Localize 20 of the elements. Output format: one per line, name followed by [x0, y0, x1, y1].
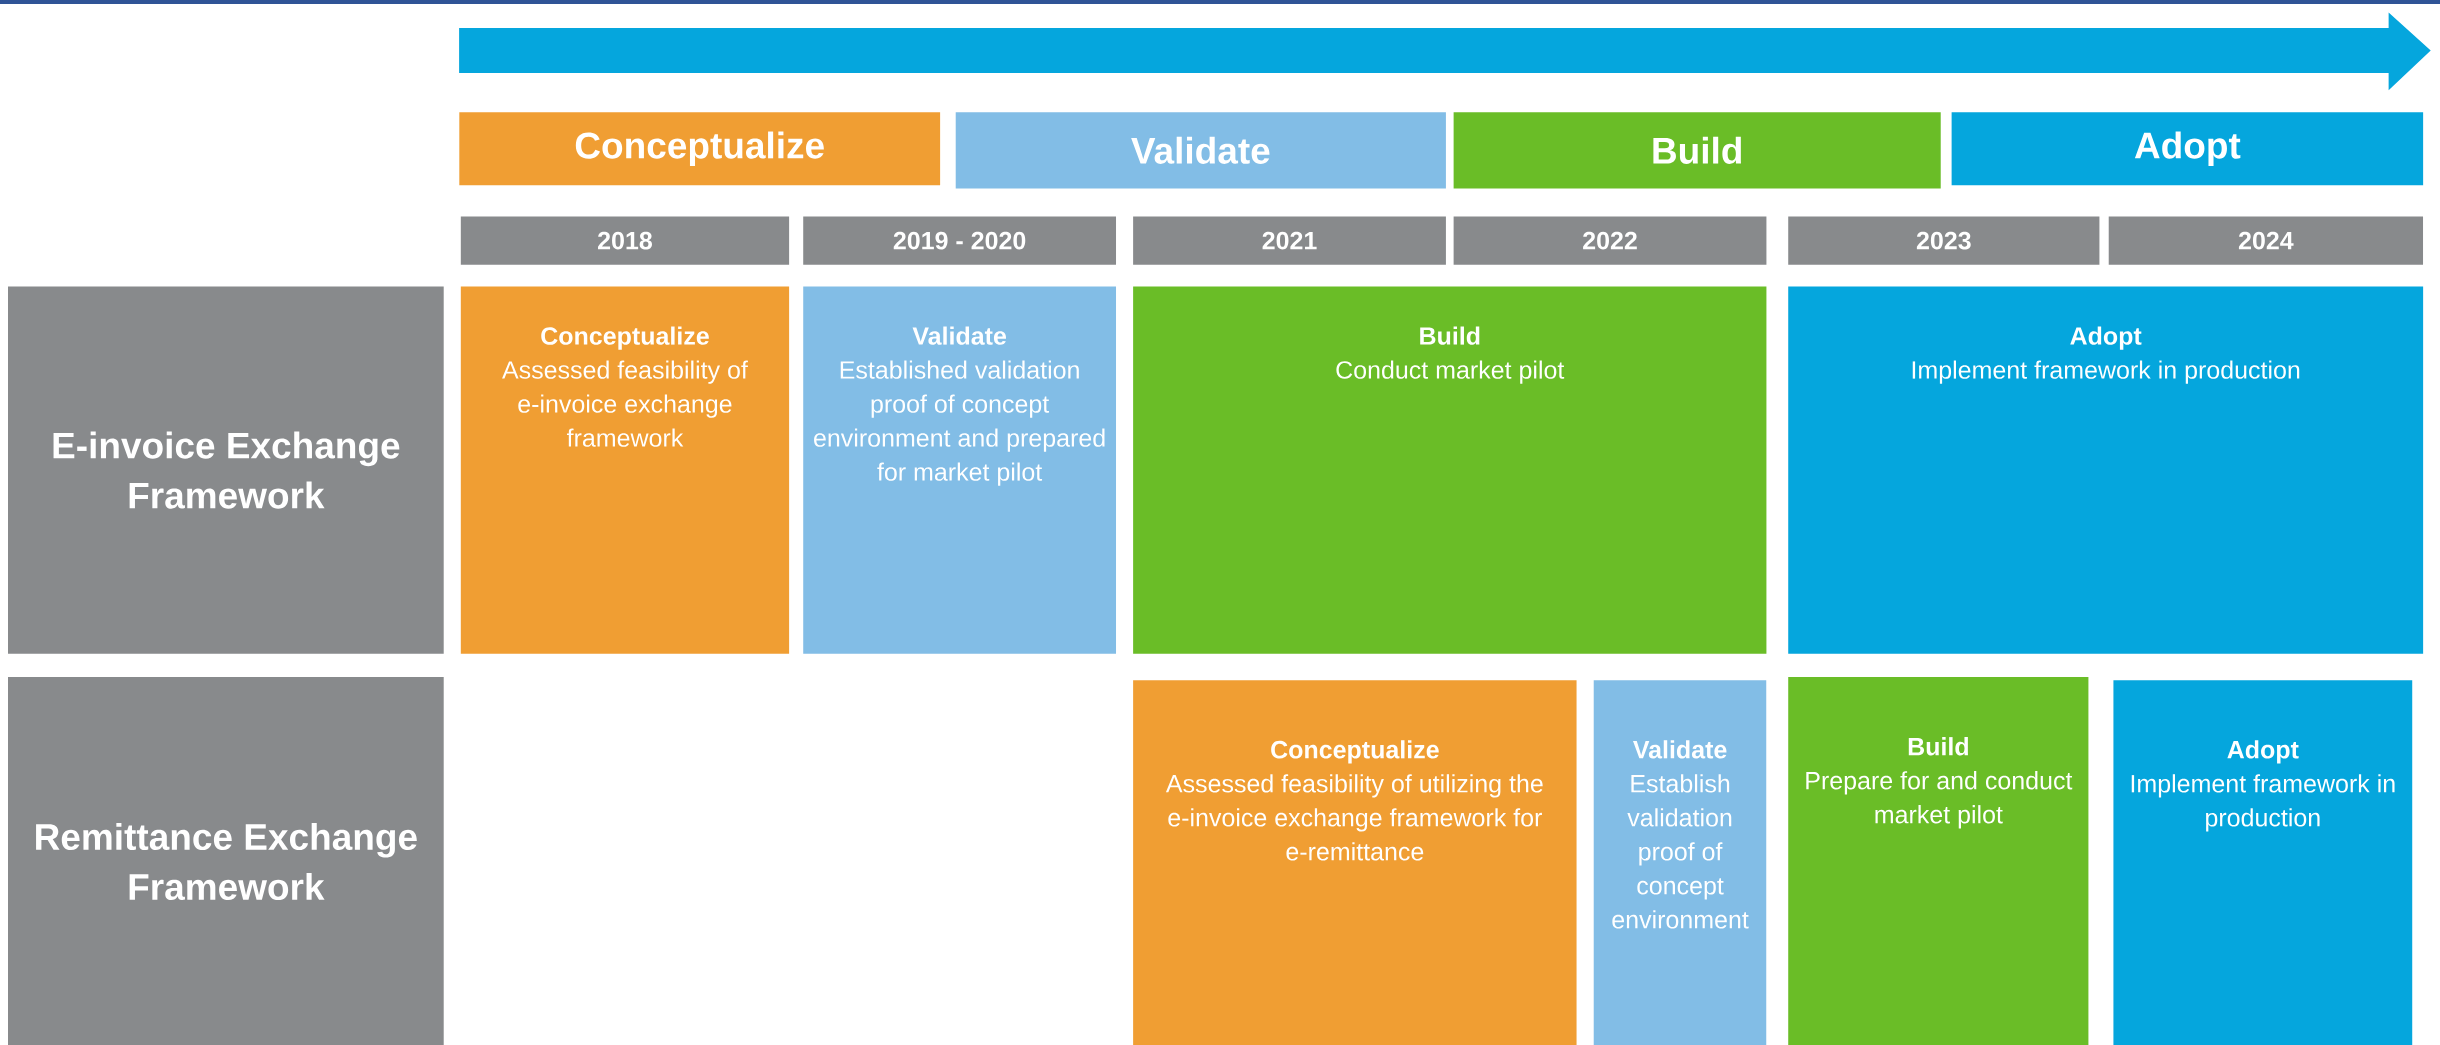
phase-box: Conceptualize Assessed feasibility of e-invoice exchange framework [460, 286, 790, 654]
year-bar: 2018 [460, 216, 790, 265]
row-header: E-invoice Exchange Framework [8, 286, 444, 654]
phase-box: Validate Established validation proof of concept environment and prepared for market pilot [803, 286, 1116, 654]
year-bar: 2019 - 2020 [803, 216, 1116, 265]
phase-box: Build Prepare for and conduct market pilot [1788, 677, 2089, 1045]
phase-banner: Build [1453, 112, 1941, 189]
phase-box: Adopt Implement framework in production [1788, 286, 2424, 654]
phase-box: Build Conduct market pilot [1133, 286, 1767, 654]
phase-banner: Validate [955, 112, 1446, 189]
phase-banner: Adopt [1951, 112, 2424, 186]
phase-banner: Conceptualize [459, 112, 941, 186]
year-bar: 2023 [1788, 216, 2100, 265]
year-bar: 2021 [1133, 216, 1446, 265]
year-bar: 2022 [1453, 216, 1767, 265]
phase-box: Adopt Implement framework in production [2113, 680, 2413, 1045]
phase-box: Validate Establish validation proof of concept environment [1593, 680, 1767, 1045]
year-bar: 2024 [2108, 216, 2424, 265]
row-header: Remittance Exchange Framework [8, 677, 444, 1045]
phase-box: Conceptualize Assessed feasibility of utilizing the e-invoice exchange framework for e-remittance [1133, 680, 1577, 1045]
